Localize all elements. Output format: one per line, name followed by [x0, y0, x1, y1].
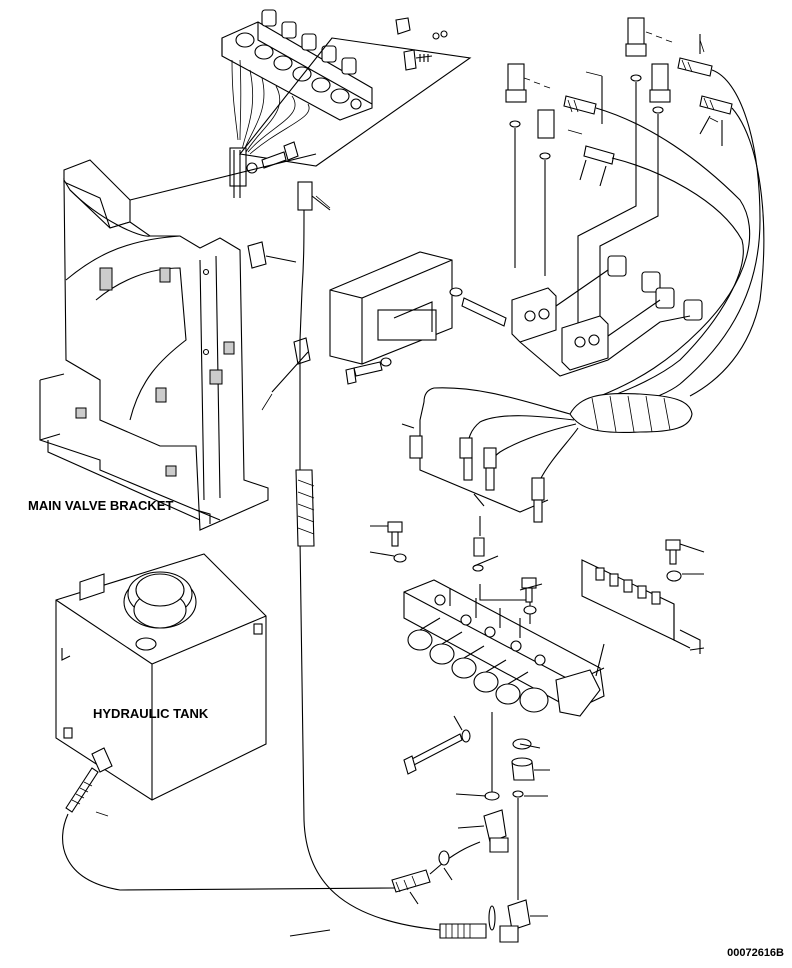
lower-valve-assembly [403, 579, 605, 717]
lower-fittings [455, 712, 550, 943]
leader-lines [95, 39, 719, 817]
sensor-block [511, 255, 703, 377]
terminal-strip [581, 559, 705, 677]
main-valve-bracket [39, 153, 317, 531]
pressure-switches-top [505, 17, 673, 326]
tank-outlet-hose [62, 767, 481, 905]
main-valve-bracket-label: MAIN VALVE BRACKET [28, 498, 174, 513]
pilot-hose-long [295, 209, 441, 931]
mounting-plate [329, 251, 507, 385]
lower-fasteners [369, 521, 705, 615]
hydraulic-tank-label: HYDRAULIC TANK [93, 706, 209, 721]
hose-fittings-top-right [563, 34, 765, 403]
drawing-number: 00072616B [727, 947, 784, 959]
hydraulic-tank [55, 553, 267, 801]
tube-clamps [247, 181, 331, 393]
top-solenoid-valve [221, 9, 373, 198]
small-fittings-top [238, 17, 472, 167]
bottom-hose-end [289, 905, 496, 939]
bolt-bracket-top [246, 141, 299, 174]
long-bolt [403, 715, 471, 775]
pilot-hoses-mid [401, 423, 545, 536]
